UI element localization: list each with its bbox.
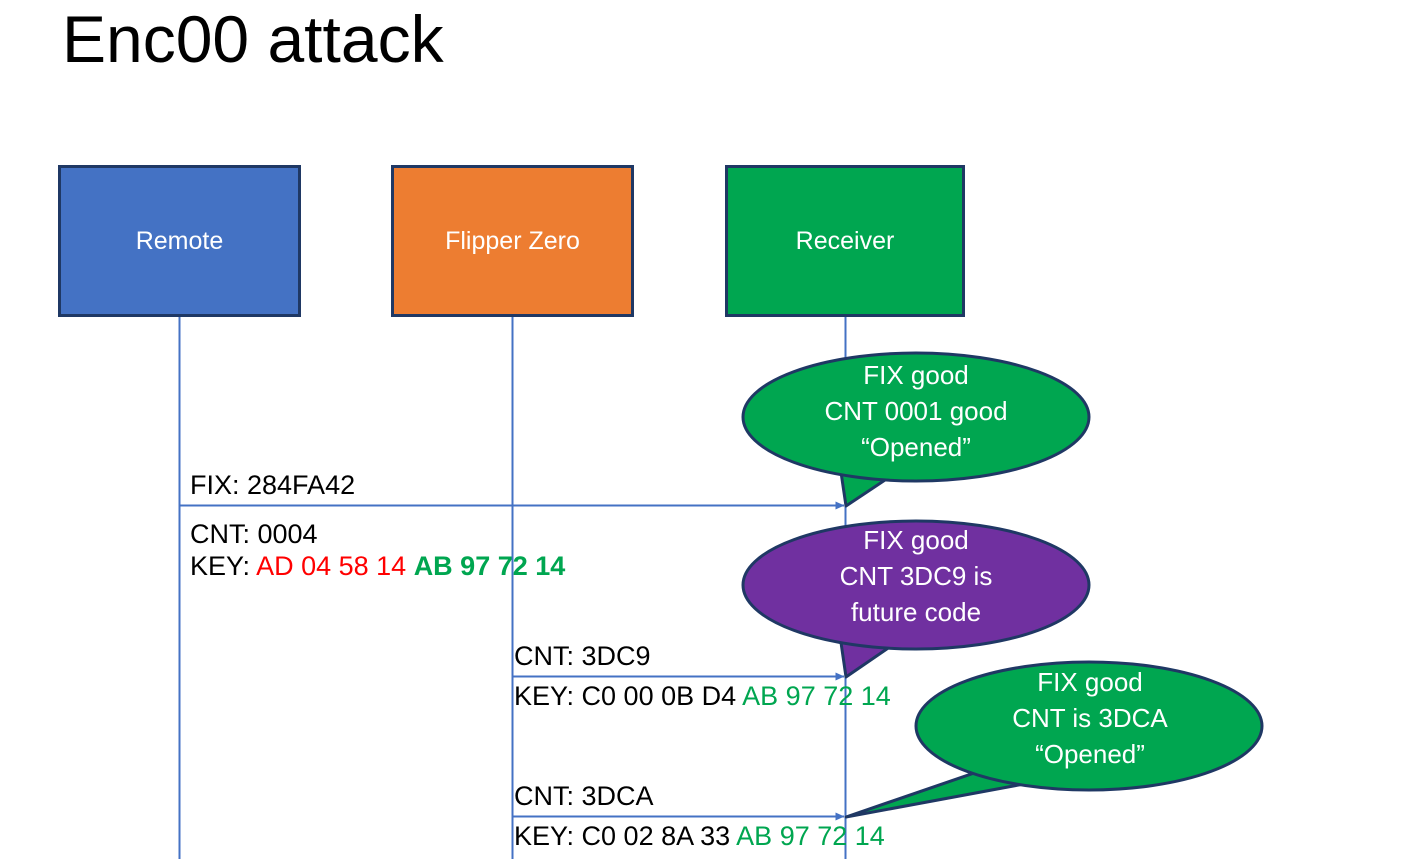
callout-2-bubble [741, 519, 1091, 651]
callout-1-line-1: FIX good [863, 360, 969, 390]
message-label-cnt-0004: CNT: 0004 [190, 519, 318, 549]
message-label-cnt-3dc9: CNT: 3DC9 [514, 641, 651, 671]
key-3-prefix: KEY: C0 02 8A 33 [514, 821, 737, 851]
callout-1-line-2: CNT 0001 good [824, 395, 1008, 426]
actor-box-receiver[interactable]: Receiver [725, 165, 965, 317]
key-2-green-bytes: AB 97 72 14 [742, 681, 891, 711]
callout-3-line-3: “Opened” [1035, 738, 1145, 769]
actor-label-remote: Remote [135, 227, 224, 255]
callout-2-line-2: CNT 3DC9 is [839, 560, 993, 591]
key-2-prefix: KEY: C0 00 0B D4 [514, 681, 743, 711]
message-label-key-1: KEY: AD 04 58 14 AB 97 72 14 [190, 551, 565, 583]
message-label-cnt-3dca: CNT: 3DCA [514, 781, 654, 811]
key-1-green-bytes: AB 97 72 14 [413, 551, 566, 581]
callout-2-text: FIX good CNT 3DC9 is future code [756, 523, 1076, 631]
callout-1-bubble [741, 351, 1091, 483]
actor-box-remote[interactable]: Remote [58, 165, 301, 317]
message-label-key-3: KEY: C0 02 8A 33 AB 97 72 14 [514, 821, 885, 853]
key-3-green-bytes: AB 97 72 14 [736, 821, 885, 851]
callout-1-text: FIX good CNT 0001 good “Opened” [756, 358, 1076, 466]
key-1-red-bytes: AD 04 58 14 [256, 551, 414, 581]
message-label-fix: FIX: 284FA42 [190, 470, 356, 500]
callout-3-text: FIX good CNT is 3DCA “Opened” [930, 665, 1250, 773]
callout-3-line-2: CNT is 3DCA [1012, 702, 1168, 733]
callout-2-line-3: future code [850, 596, 982, 627]
callout-3-line-1: FIX good [1037, 667, 1143, 697]
actor-label-receiver: Receiver [795, 227, 895, 255]
callout-2-line-1: FIX good [863, 525, 969, 555]
key-1-prefix: KEY: [190, 551, 257, 581]
page-title: Enc00 attack [62, 2, 444, 76]
callout-1-line-3: “Opened” [861, 431, 971, 462]
callout-3-bubble [914, 660, 1264, 792]
actor-label-flipper: Flipper Zero [445, 227, 580, 255]
actor-box-flipper[interactable]: Flipper Zero [391, 165, 634, 317]
message-label-key-2: KEY: C0 00 0B D4 AB 97 72 14 [514, 681, 891, 713]
